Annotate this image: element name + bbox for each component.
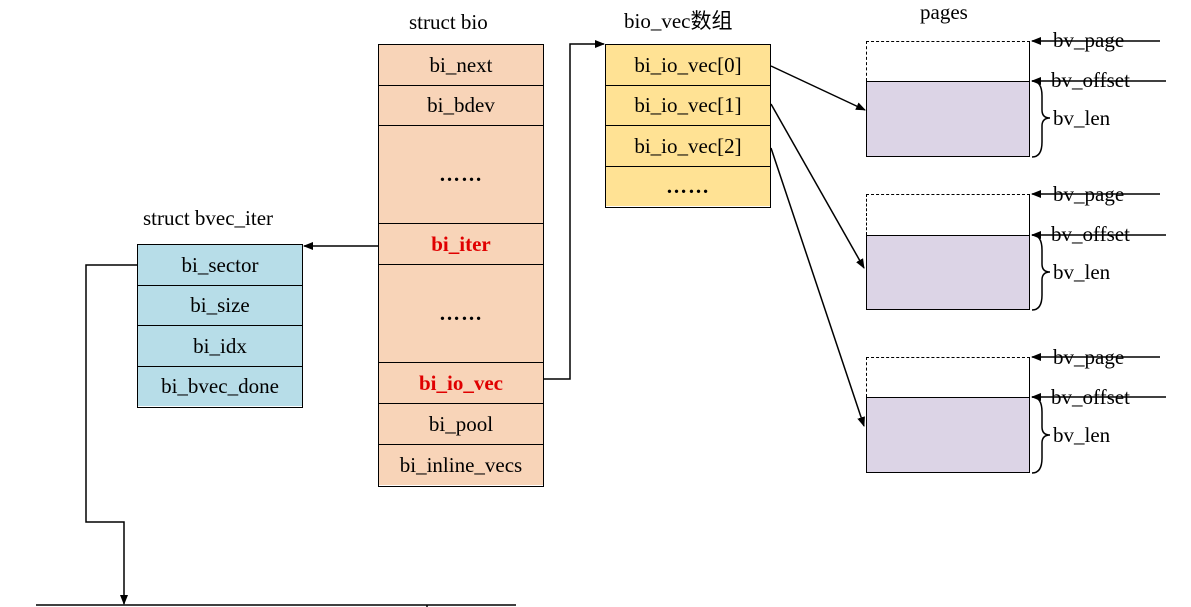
page-2-bv-offset-label: bv_offset — [1051, 222, 1130, 246]
bio-vec-0: bi_io_vec[0] — [606, 45, 770, 86]
bio-field-bi-io-vec: bi_io_vec — [379, 363, 543, 404]
page-3-bv-len-label: bv_len — [1053, 423, 1111, 447]
bvec-iter-title: struct bvec_iter — [143, 206, 274, 230]
bio-field-bi-pool: bi_pool — [379, 404, 543, 445]
bio-field-ellipsis-1: …… — [379, 126, 543, 224]
page-1-bv-len-label: bv_len — [1053, 106, 1111, 130]
arrow-bio-vec-1-to-page — [770, 103, 865, 269]
arrow-bi-io-vec-to-array — [544, 40, 605, 380]
arrow-bio-vec-2-to-page — [770, 147, 865, 427]
page-3-data — [866, 397, 1030, 473]
bio-vec-2: bi_io_vec[2] — [606, 126, 770, 167]
bio-field-bi-inline-vecs: bi_inline_vecs — [379, 445, 543, 485]
iter-field-bi-sector: bi_sector — [138, 245, 302, 286]
bio-vec-title: bio_vec数组 — [624, 9, 733, 33]
page-1-bv-offset-label: bv_offset — [1051, 68, 1130, 92]
arrow-bi-sector-down — [85, 264, 137, 605]
pages-title: pages — [920, 0, 968, 24]
iter-field-bi-bvec-done: bi_bvec_done — [138, 367, 302, 406]
bio-vec-array-box: bi_io_vec[0] bi_io_vec[1] bi_io_vec[2] …… — [605, 44, 771, 208]
arrow-bio-vec-0-to-page — [770, 65, 866, 111]
bio-vec-ellipsis: …… — [606, 167, 770, 206]
bio-field-ellipsis-2: …… — [379, 265, 543, 363]
page-1-bv-page-label: bv_page — [1053, 28, 1125, 52]
iter-field-bi-idx: bi_idx — [138, 326, 302, 367]
bio-field-bi-next: bi_next — [379, 45, 543, 86]
struct-bio-box: bi_next bi_bdev …… bi_iter …… bi_io_vec … — [378, 44, 544, 487]
bio-field-bi-iter: bi_iter — [379, 224, 543, 265]
iter-field-bi-size: bi_size — [138, 286, 302, 326]
page-2-data — [866, 235, 1030, 310]
page-2-outline — [866, 194, 1030, 235]
bio-vec-1: bi_io_vec[1] — [606, 86, 770, 126]
page-2-bv-len-label: bv_len — [1053, 260, 1111, 284]
bio-field-bi-bdev: bi_bdev — [379, 86, 543, 126]
page-3-outline — [866, 357, 1030, 397]
page-1-outline — [866, 41, 1030, 81]
page-1-data — [866, 81, 1030, 157]
struct-bvec-iter-box: bi_sector bi_size bi_idx bi_bvec_done — [137, 244, 303, 408]
bio-title: struct bio — [409, 10, 488, 34]
